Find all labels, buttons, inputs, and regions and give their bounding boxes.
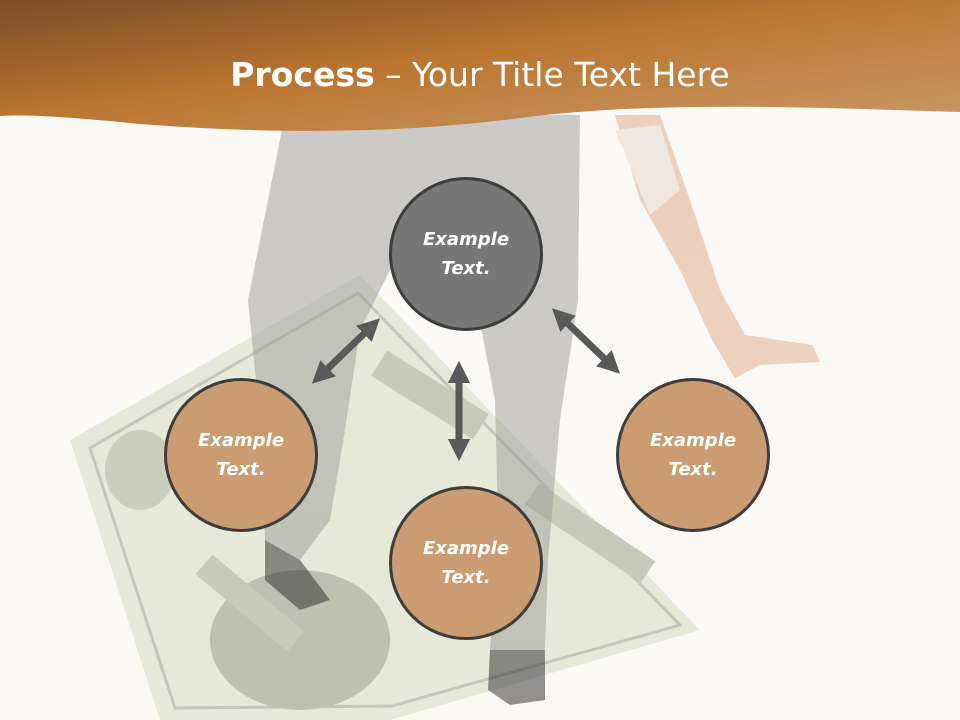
process-node-right-label: Example Text. bbox=[649, 430, 737, 480]
title-bold: Process bbox=[230, 55, 375, 94]
process-node-bottom: Example Text. bbox=[389, 486, 543, 640]
process-node-left: Example Text. bbox=[164, 378, 318, 532]
process-node-bottom-label: Example Text. bbox=[422, 538, 510, 588]
process-node-right: Example Text. bbox=[616, 378, 770, 532]
header-banner bbox=[0, 0, 960, 131]
dollar-bill-image bbox=[70, 275, 700, 720]
page-title: Process – Your Title Text Here bbox=[0, 52, 960, 98]
process-node-top-label: Example Text. bbox=[422, 229, 510, 279]
person-arm-image bbox=[615, 115, 820, 378]
title-rest: – Your Title Text Here bbox=[374, 55, 730, 94]
process-node-left-label: Example Text. bbox=[197, 430, 285, 480]
process-node-top: Example Text. bbox=[389, 177, 543, 331]
